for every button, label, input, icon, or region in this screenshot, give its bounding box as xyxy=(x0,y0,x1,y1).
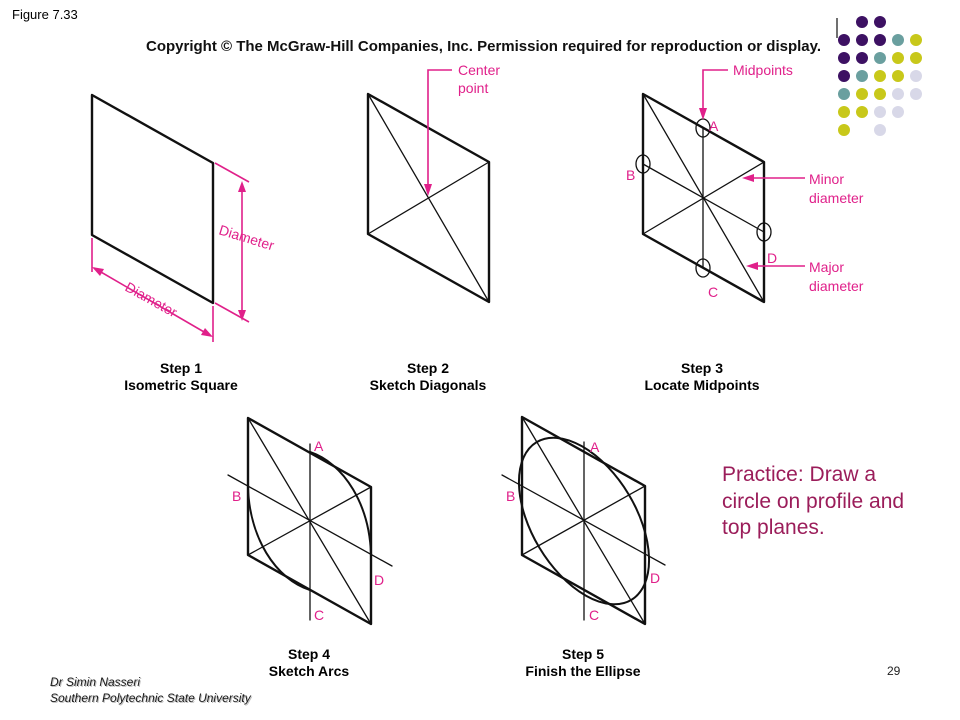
decorative-dot xyxy=(856,16,868,28)
step3-label-a: A xyxy=(709,118,719,134)
decorative-dot xyxy=(874,34,886,46)
step5-title: Finish the Ellipse xyxy=(525,663,641,679)
decorative-dot xyxy=(838,52,850,64)
decorative-dot xyxy=(910,88,922,100)
decorative-dot xyxy=(856,70,868,82)
midpoints-label: Midpoints xyxy=(733,62,793,78)
step4-number: Step 4 xyxy=(287,646,330,662)
figure-label: Figure 7.33 xyxy=(12,7,78,22)
step5-label-d: D xyxy=(650,570,660,586)
step4-label-b: B xyxy=(232,488,241,504)
decorative-dot xyxy=(838,124,850,136)
step1-title: Isometric Square xyxy=(124,377,238,393)
minor-diameter-label-1: Minor xyxy=(809,171,844,187)
step4-caption: Step 4 Sketch Arcs xyxy=(209,646,409,680)
step4-arcs xyxy=(227,416,393,626)
step3-caption: Step 3 Locate Midpoints xyxy=(602,360,802,394)
step5-label-b: B xyxy=(506,488,515,504)
decorative-dot xyxy=(874,88,886,100)
step4-label-d: D xyxy=(374,572,384,588)
decorative-dot xyxy=(856,106,868,118)
major-diameter-label-1: Major xyxy=(809,259,844,275)
decorative-dot xyxy=(910,70,922,82)
decorative-dot xyxy=(856,52,868,64)
step1-caption: Step 1 Isometric Square xyxy=(81,360,281,394)
step2-caption: Step 2 Sketch Diagonals xyxy=(328,360,528,394)
decorative-dot xyxy=(856,88,868,100)
step5-ellipse xyxy=(501,415,666,626)
decorative-dot xyxy=(838,70,850,82)
decorative-dot xyxy=(910,52,922,64)
center-point-label-2: point xyxy=(458,80,488,96)
major-diameter-label-2: diameter xyxy=(809,278,864,294)
step4-label-c: C xyxy=(314,607,324,623)
footer-author: Dr Simin Nasseri xyxy=(50,675,141,689)
step1-number: Step 1 xyxy=(159,360,202,376)
decorative-dot xyxy=(874,16,886,28)
step3-label-b: B xyxy=(626,167,635,183)
decorative-dot xyxy=(892,106,904,118)
decorative-dot xyxy=(874,70,886,82)
decorative-dot xyxy=(892,88,904,100)
center-point-label-1: Center xyxy=(458,62,500,78)
decorative-dot xyxy=(892,70,904,82)
step2-number: Step 2 xyxy=(406,360,449,376)
decorative-dot xyxy=(838,34,850,46)
decorative-dot xyxy=(838,88,850,100)
step3-label-d: D xyxy=(767,250,777,266)
step2-title: Sketch Diagonals xyxy=(369,377,487,393)
copyright-notice: Copyright © The McGraw-Hill Companies, I… xyxy=(146,38,822,55)
page-number: 29 xyxy=(887,664,901,678)
decorative-dot xyxy=(892,52,904,64)
minor-diameter-label-2: diameter xyxy=(809,190,864,206)
step3-title: Locate Midpoints xyxy=(644,377,760,393)
decorative-dot xyxy=(892,34,904,46)
decorative-dot xyxy=(874,52,886,64)
step4-label-a: A xyxy=(314,438,324,454)
step5-caption: Step 5 Finish the Ellipse xyxy=(483,646,683,680)
step5-label-c: C xyxy=(589,607,599,623)
decorative-dot xyxy=(838,106,850,118)
decorative-dot xyxy=(910,34,922,46)
step3-number: Step 3 xyxy=(680,360,723,376)
decorative-dot xyxy=(874,106,886,118)
decorative-dot xyxy=(874,124,886,136)
practice-prompt: Practice: Draw a circle on profile and t… xyxy=(722,463,905,539)
step1-isometric-square xyxy=(90,93,215,305)
step2-diagonals xyxy=(366,92,491,304)
step3-midpoints xyxy=(635,92,772,304)
step3-label-c: C xyxy=(708,284,718,300)
step5-label-a: A xyxy=(590,439,600,455)
footer-institution: Southern Polytechnic State University xyxy=(50,691,251,705)
step5-number: Step 5 xyxy=(561,646,604,662)
decorative-dot xyxy=(856,34,868,46)
step4-title: Sketch Arcs xyxy=(268,663,350,679)
